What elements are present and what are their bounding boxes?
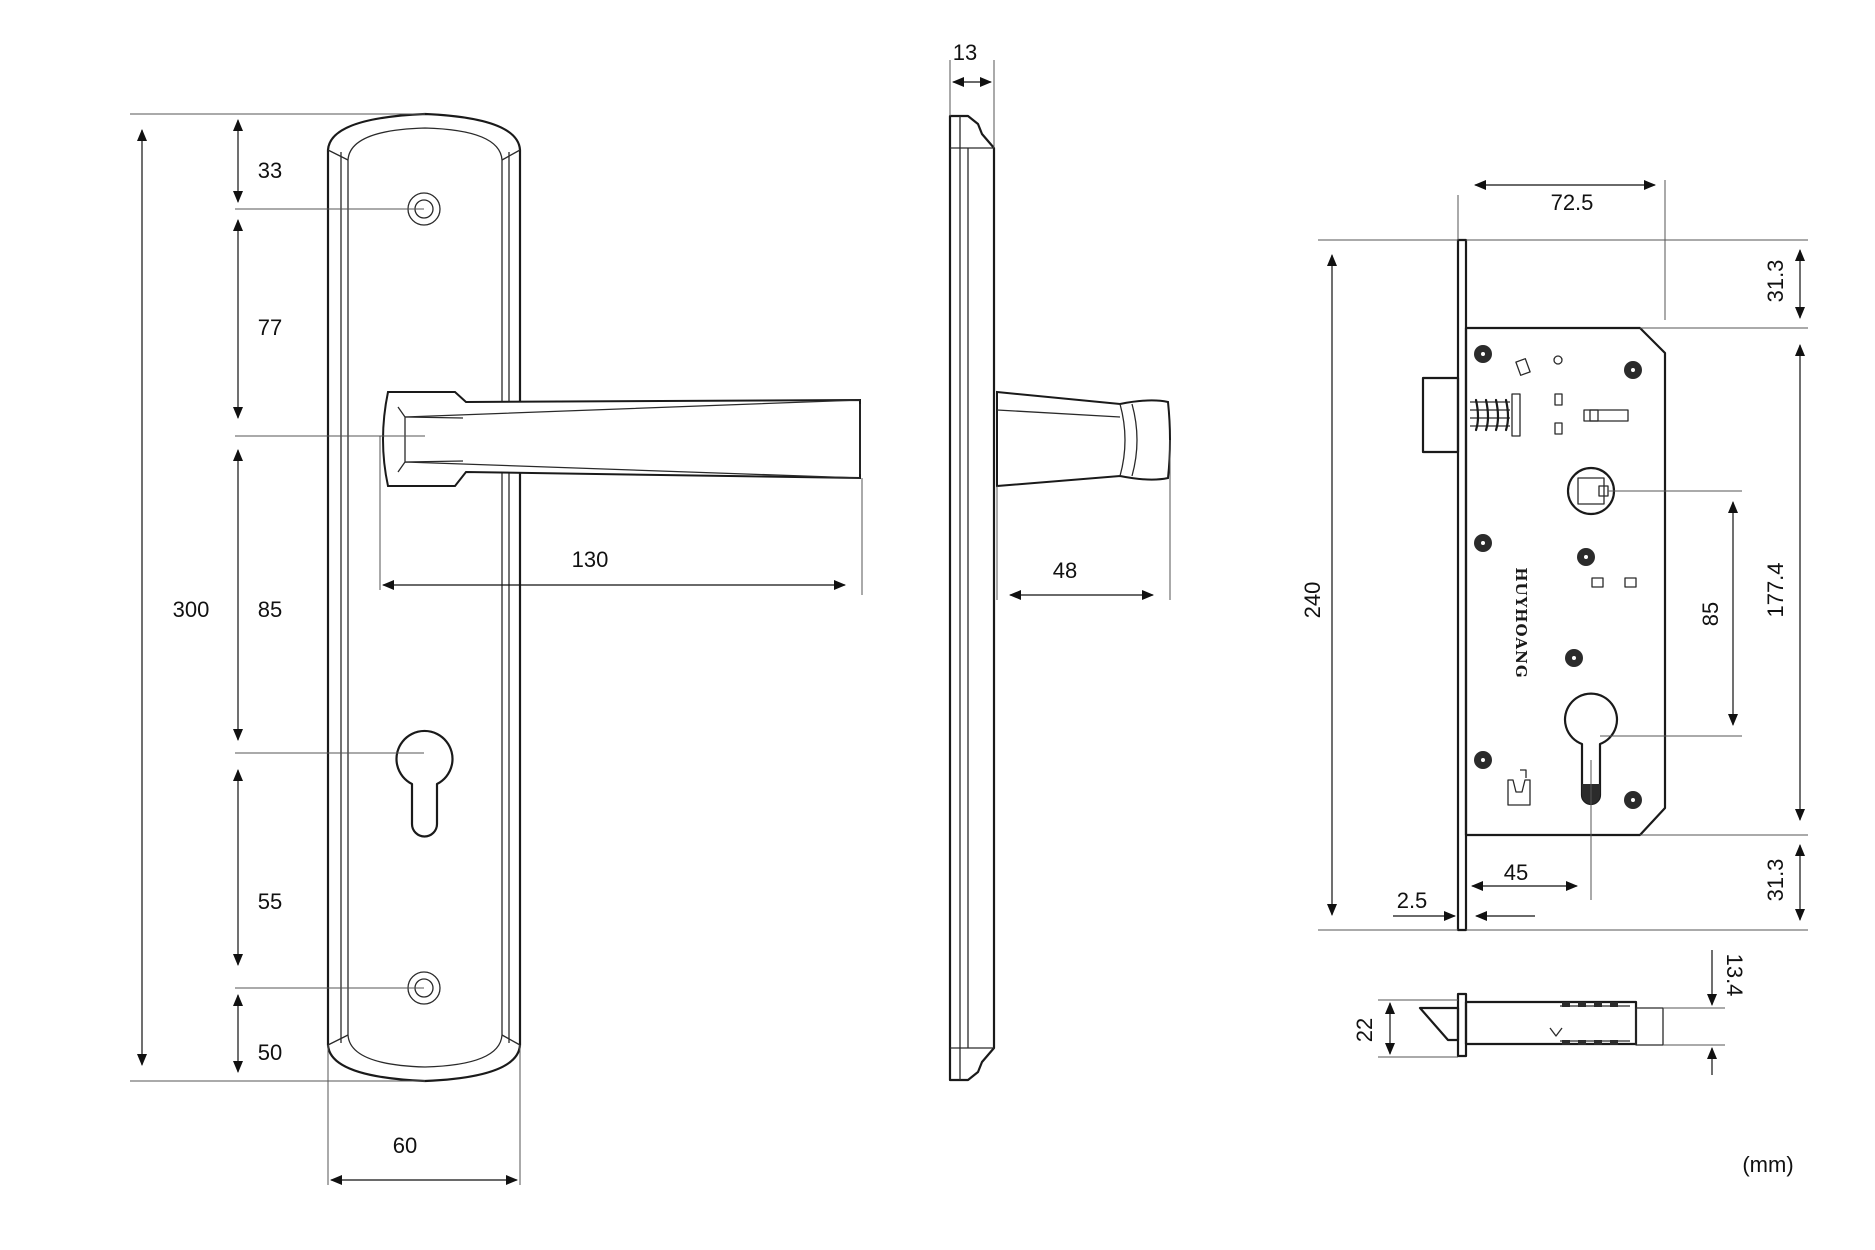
dim-hole-to-bottom: 50 — [258, 1040, 282, 1065]
lock-body-view: HUYHOANG 72.5 240 31.3 — [1300, 180, 1808, 932]
dim-plate-thickness: 13 — [953, 40, 977, 65]
spindle-hub — [1566, 466, 1616, 516]
lock-screws — [1474, 345, 1642, 809]
dim-plate-width: 60 — [393, 1133, 417, 1158]
escutcheon-plate — [326, 112, 522, 1083]
side-view: 13 48 — [948, 40, 1171, 1082]
front-extension-lines — [130, 113, 863, 1185]
faceplate — [1456, 238, 1468, 932]
keyhole — [395, 729, 454, 838]
dim-top-to-hole: 33 — [258, 158, 282, 183]
bottom-view: 22 13.4 — [1352, 950, 1747, 1075]
bottom-extension-lines — [1378, 999, 1725, 1058]
lock-dimension-lines — [1327, 180, 1805, 921]
dim-body-height: 177.4 — [1763, 562, 1788, 617]
dim-hole-to-handle: 77 — [258, 315, 282, 340]
units-label: (mm) — [1742, 1152, 1793, 1177]
dim-faceplate-thickness: 2.5 — [1397, 888, 1428, 913]
dim-handle-projection: 48 — [1053, 558, 1077, 583]
latch-bolt — [1421, 376, 1521, 454]
side-dimension-lines — [952, 77, 1154, 600]
dim-handle-length: 130 — [572, 547, 609, 572]
side-handle — [996, 390, 1171, 488]
dim-center-distance: 85 — [1698, 602, 1723, 626]
brand-label: HUYHOANG — [1512, 567, 1530, 678]
lock-extension-lines — [1318, 180, 1808, 931]
dim-handle-to-keyhole: 85 — [258, 597, 282, 622]
internal-parts — [1507, 355, 1637, 806]
dim-keyhole-backset: 45 — [1504, 860, 1528, 885]
front-view: 300 33 77 85 55 50 60 130 — [130, 112, 863, 1185]
dim-faceplate-height: 240 — [1300, 582, 1325, 619]
dim-bottom-offset: 31.3 — [1763, 859, 1788, 902]
dim-keyhole-to-hole: 55 — [258, 889, 282, 914]
lever-handle — [382, 391, 861, 487]
dim-backset: 72.5 — [1551, 190, 1594, 215]
front-dimension-lines — [137, 119, 846, 1185]
side-plate — [948, 114, 996, 1082]
dim-total-height: 300 — [173, 597, 210, 622]
dim-body-thickness: 13.4 — [1722, 954, 1747, 997]
side-extension-lines — [949, 60, 1171, 600]
dim-top-offset: 31.3 — [1763, 260, 1788, 303]
bottom-dimension-lines — [1385, 950, 1717, 1075]
dim-faceplate-width: 22 — [1352, 1018, 1377, 1042]
